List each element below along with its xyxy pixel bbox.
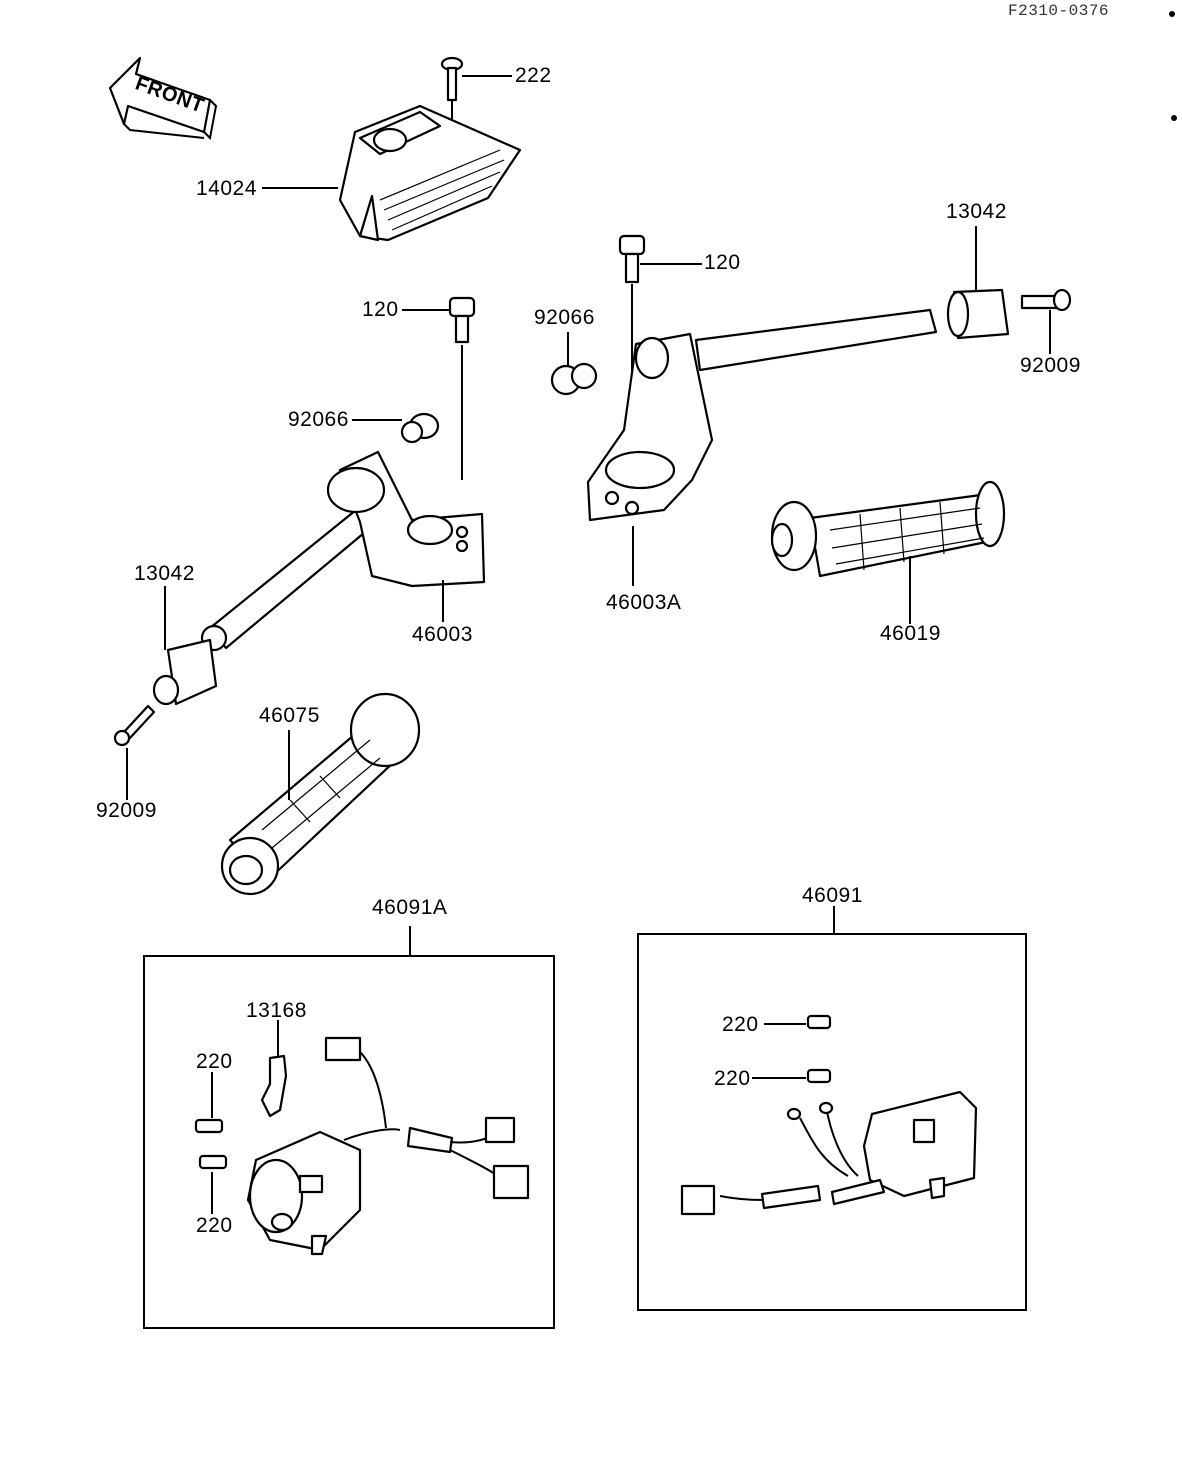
collar-92066-left-icon — [352, 412, 440, 444]
cover-14024-icon — [262, 104, 522, 242]
screw-92009-right-icon — [1020, 288, 1072, 354]
label-13042-right: 13042 — [946, 200, 1007, 223]
label-220-c: 220 — [722, 1013, 759, 1036]
label-120-left: 120 — [362, 298, 399, 321]
label-46003: 46003 — [412, 623, 473, 646]
label-222: 222 — [515, 64, 552, 87]
bolt-120-left-icon — [402, 296, 476, 480]
label-220-d: 220 — [714, 1067, 751, 1090]
switch-46091A-box — [143, 926, 555, 1329]
registration-dot-right — [1171, 115, 1177, 121]
label-14024: 14024 — [196, 177, 257, 200]
label-92009-right: 92009 — [1020, 354, 1081, 377]
label-120-right: 120 — [704, 251, 741, 274]
weight-13042-right-icon — [946, 226, 1010, 340]
grip-46019-icon — [770, 480, 1006, 624]
label-46003A: 46003A — [606, 591, 682, 614]
label-46075: 46075 — [259, 704, 320, 727]
collar-92066-right-icon — [550, 332, 598, 396]
grip-46075-icon — [220, 692, 421, 896]
label-13042-left: 13042 — [134, 562, 195, 585]
label-46091: 46091 — [802, 884, 863, 907]
weight-13042-left-icon — [152, 586, 218, 706]
label-13168: 13168 — [246, 999, 307, 1022]
registration-dot-top — [1169, 11, 1175, 17]
handlebar-46003A-icon — [586, 308, 938, 586]
label-220-b: 220 — [196, 1214, 233, 1237]
screw-92009-left-icon — [113, 704, 156, 800]
label-46091A: 46091A — [372, 896, 448, 919]
front-arrow-icon — [108, 56, 218, 141]
switch-46091-box — [637, 906, 1027, 1311]
label-46019: 46019 — [880, 622, 941, 645]
handlebar-46003-icon — [200, 450, 486, 652]
label-92009-left: 92009 — [96, 799, 157, 822]
label-92066-left: 92066 — [288, 408, 349, 431]
label-92066-right: 92066 — [534, 306, 595, 329]
diagram-code: F2310-0376 — [1008, 2, 1110, 20]
label-220-a: 220 — [196, 1050, 233, 1073]
